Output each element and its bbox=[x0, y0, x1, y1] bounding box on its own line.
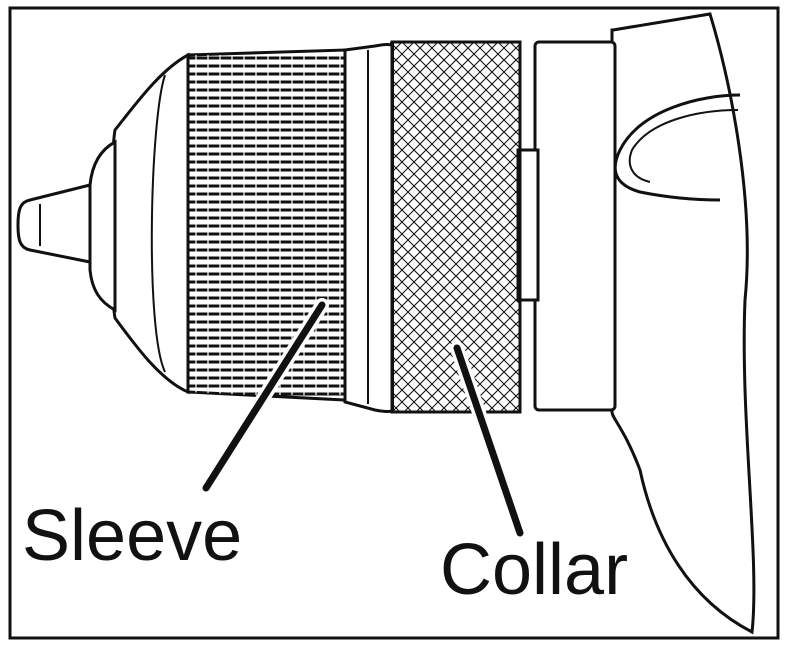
body-grip-recess-inner bbox=[628, 109, 739, 183]
drill-body bbox=[610, 12, 756, 635]
chuck-jaw-tip bbox=[16, 183, 92, 264]
collar-leader-line-stroke bbox=[453, 344, 524, 537]
collar-label: Collar bbox=[440, 530, 628, 610]
chuck-nose bbox=[88, 139, 117, 313]
chuck-cone-inner bbox=[150, 74, 166, 373]
sleeve-label: Sleeve bbox=[22, 496, 242, 576]
sleeve-leader-line-stroke bbox=[202, 301, 326, 492]
housing-nose bbox=[533, 40, 617, 412]
